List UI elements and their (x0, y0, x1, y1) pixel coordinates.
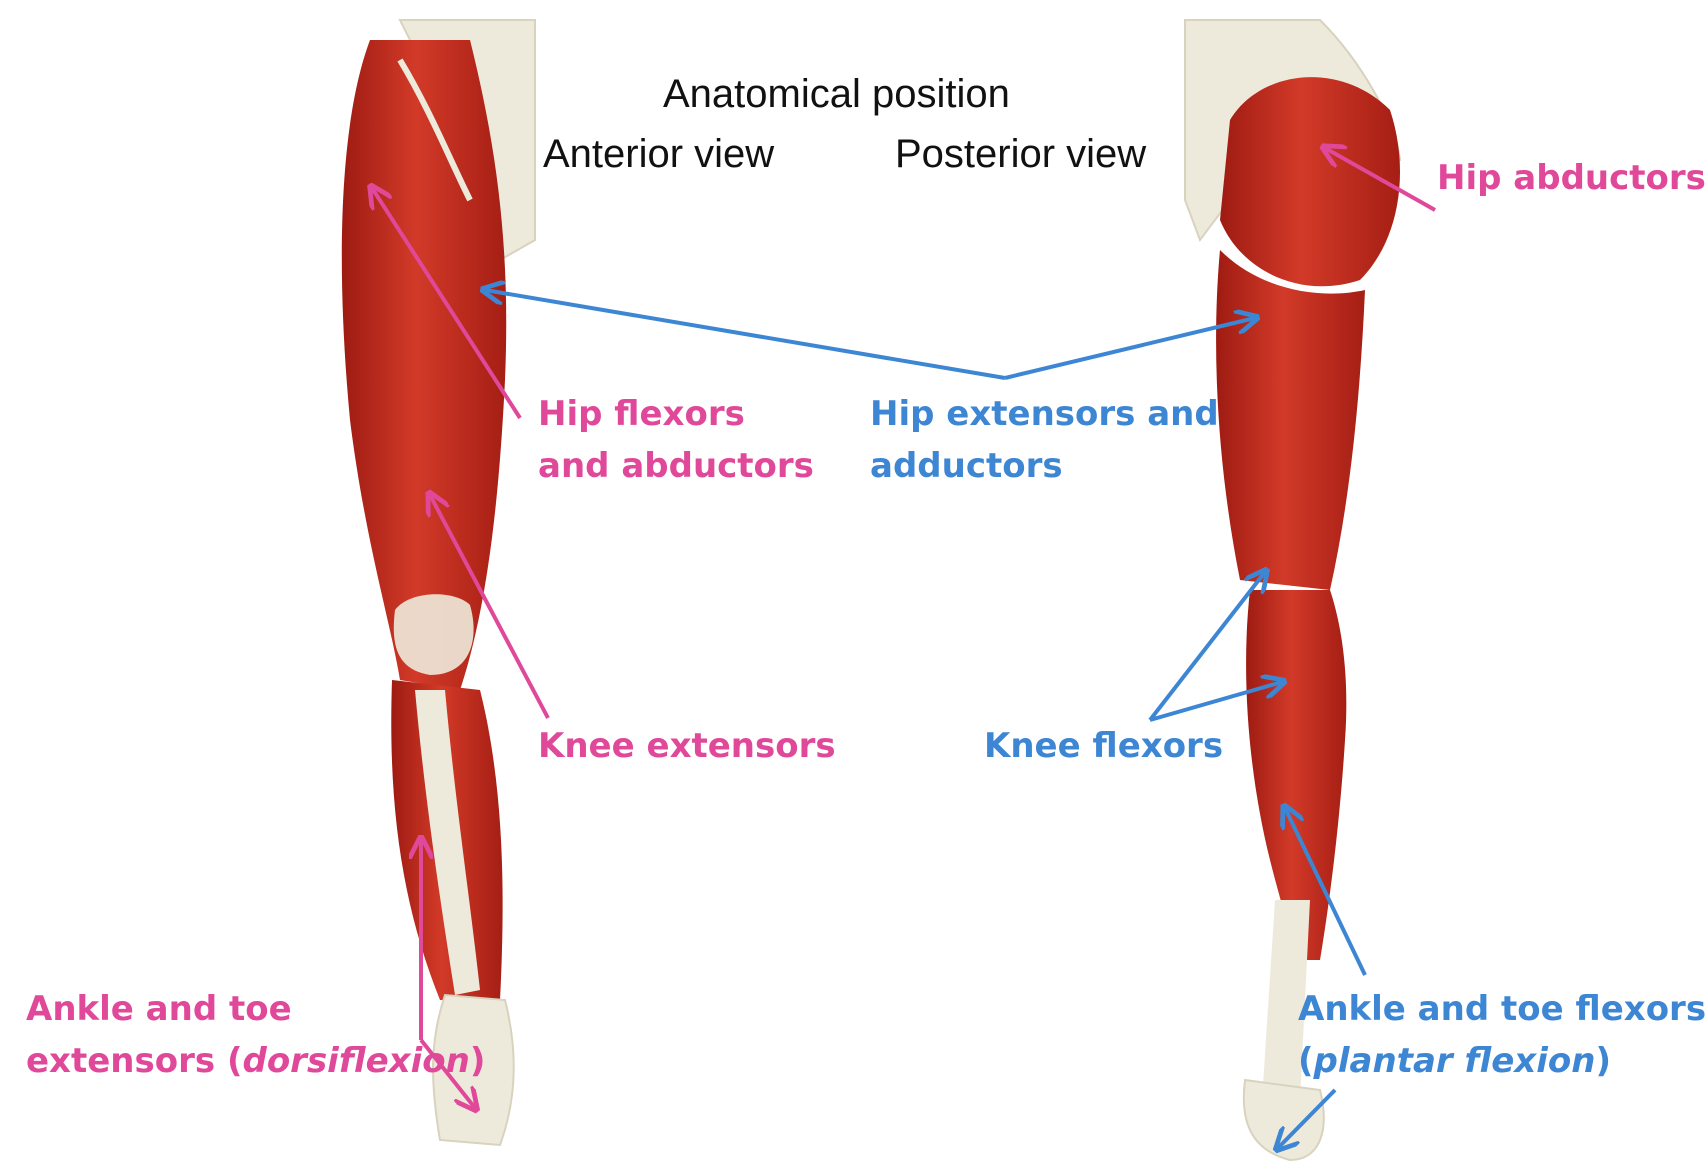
ankle-flexors-label: Ankle and toe flexors (plantar flexion) (1298, 983, 1706, 1087)
ankle-extensors-prefix: extensors ( (26, 1041, 243, 1081)
knee-flexors-arrow-upper (1148, 572, 1265, 722)
ankle-extensors-line1: Ankle and toe (26, 989, 292, 1029)
ankle-flexors-arrow-heel (1278, 1088, 1337, 1148)
hip-flexors-line2: and abductors (538, 446, 814, 486)
anterior-tibia-bone (415, 690, 480, 995)
ankle-extensors-line2: extensors (dorsiflexion) (26, 1035, 485, 1087)
diagram-title: Anatomical position (663, 72, 1010, 116)
knee-extensors-label: Knee extensors (538, 726, 836, 766)
ankle-extensors-label: Ankle and toe extensors (dorsiflexion) (26, 983, 485, 1087)
hip-flexors-arrow (372, 188, 522, 420)
posterior-thigh-muscle (1216, 250, 1365, 590)
achilles-tendon (1262, 900, 1310, 1100)
anterior-tendon (397, 58, 473, 202)
hip-flexors-label: Hip flexors and abductors (538, 388, 814, 492)
plantar-flexion-term: plantar flexion (1313, 1041, 1596, 1081)
gluteus-muscle (1220, 77, 1400, 287)
posterior-heel (1242, 1078, 1325, 1162)
anterior-view-label: Anterior view (543, 132, 775, 176)
knee-flexors-label: Knee flexors (984, 726, 1224, 766)
anterior-foot (432, 993, 515, 1147)
ankle-flexors-line1: Ankle and toe flexors (1298, 989, 1706, 1029)
hip-extensors-arrow-right (1004, 318, 1255, 380)
ankle-flexors-suffix: ) (1595, 1041, 1612, 1081)
dorsiflexion-term: dorsiflexion (242, 1041, 470, 1081)
posterior-view-label: Posterior view (895, 132, 1147, 176)
ankle-extensors-suffix: ) (469, 1041, 486, 1081)
hip-extensors-line1: Hip extensors and (870, 394, 1219, 434)
hip-extensors-label: Hip extensors and adductors (870, 388, 1219, 492)
hip-extensors-arrow-left (485, 290, 1006, 380)
ankle-flexors-prefix: ( (1298, 1041, 1314, 1081)
hip-abductors-arrow (1325, 148, 1436, 212)
ankle-flexors-line2: (plantar flexion) (1298, 1035, 1706, 1087)
blue-arrows (485, 290, 1367, 1148)
anterior-leg (341, 19, 536, 1147)
hip-flexors-line1: Hip flexors (538, 394, 745, 434)
pink-arrows (372, 148, 1436, 1108)
ankle-extensors-arrow-foot (419, 1038, 475, 1108)
ankle-flexors-arrow-calf (1285, 808, 1367, 976)
hip-extensors-line2: adductors (870, 446, 1063, 486)
hip-abductors-label: Hip abductors (1437, 158, 1706, 198)
knee-flexors-arrow-lower (1149, 682, 1282, 722)
knee-extensors-arrow (430, 495, 550, 719)
anterior-knee (393, 594, 474, 675)
